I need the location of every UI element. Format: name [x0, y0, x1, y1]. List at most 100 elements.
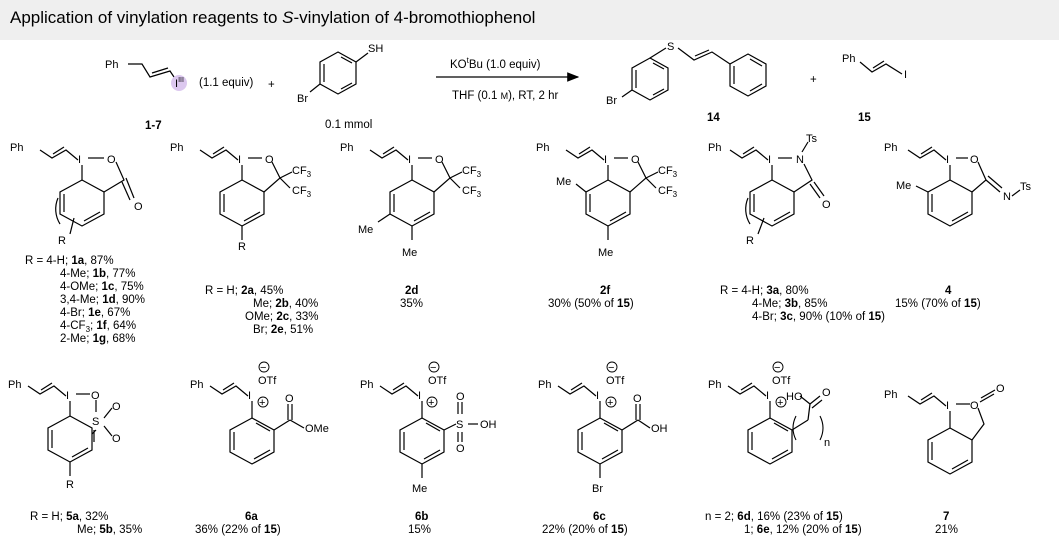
- thiol-structure: [309, 51, 369, 95]
- i-label: I: [596, 390, 599, 402]
- otf-label: OTf: [772, 375, 791, 387]
- svg-text:7: 7: [943, 511, 949, 523]
- thiol-amount: 0.1 mmol: [325, 119, 372, 131]
- i-label: I: [946, 400, 949, 412]
- svg-text:R = H; 5a, 32%: R = H; 5a, 32%: [30, 511, 108, 523]
- entry-3-yields: R = 4-H; 3a, 80% 4-Me; 3b, 85% 4-Br; 3c,…: [720, 285, 885, 323]
- charge-plus: [257, 396, 269, 408]
- svg-text:2f: 2f: [600, 285, 610, 297]
- svg-text:n = 2; 6d, 16% (23% of 15): n = 2; 6d, 16% (23% of 15): [705, 511, 843, 523]
- entry-2d-yield: 2d 35%: [400, 285, 423, 310]
- plus-sign: +: [259, 397, 265, 409]
- o-label: O: [633, 393, 642, 405]
- ph-label: Ph: [708, 379, 721, 391]
- substituent-arc: [745, 197, 751, 225]
- substituent-arc: [55, 197, 61, 225]
- entry-5-yields: R = H; 5a, 32% Me; 5b, 35%: [30, 511, 142, 536]
- o-label: O: [970, 154, 979, 166]
- me-label: Me: [358, 224, 373, 236]
- svg-text:R = 4-H; 1a, 87%: R = 4-H; 1a, 87%: [25, 255, 114, 267]
- svg-text:6c: 6c: [593, 511, 606, 523]
- o-label: O: [134, 201, 143, 213]
- svg-text:4: 4: [945, 285, 952, 297]
- sh-label: SH: [368, 43, 383, 55]
- i-label: I: [904, 69, 907, 81]
- ph-label: Ph: [105, 59, 118, 71]
- oh-label: OH: [651, 423, 668, 435]
- entry-2-yields: R = H; 2a, 45% Me; 2b, 40% OMe; 2c, 33% …: [205, 285, 319, 336]
- svg-text:4-Me; 3b, 85%: 4-Me; 3b, 85%: [752, 298, 827, 310]
- br-label: Br: [592, 483, 603, 495]
- minus-sign: −: [430, 362, 436, 374]
- charge-plus: [775, 396, 787, 408]
- entry-4-yield: 4 15% (70% of 15): [895, 285, 981, 310]
- ho-label: HO: [786, 391, 803, 403]
- minus-sign: −: [774, 362, 780, 374]
- svg-text:2-Me; 1g, 68%: 2-Me; 1g, 68%: [60, 333, 135, 345]
- entry-7-yield: 7 21%: [935, 511, 958, 536]
- br-label: Br: [606, 95, 617, 107]
- page-title: Application of vinylation reagents to S-…: [10, 8, 536, 27]
- plus-sign: +: [777, 397, 783, 409]
- entry-6c-yield: 6c 22% (20% of 15): [542, 511, 628, 536]
- ph-label: Ph: [884, 142, 897, 154]
- o-label: O: [107, 154, 116, 166]
- o-label: O: [91, 390, 100, 402]
- ph-label: Ph: [884, 389, 897, 401]
- entry-6d-6e-yields: n = 2; 6d, 16% (23% of 15) 1; 6e, 12% (2…: [705, 511, 862, 536]
- entry-6b-yield: 6b 15%: [408, 511, 431, 536]
- ph-label: Ph: [190, 379, 203, 391]
- svg-text:4-Me; 1b, 77%: 4-Me; 1b, 77%: [60, 268, 135, 280]
- structure-2d: [369, 146, 463, 240]
- iodane-label: IIII: [175, 77, 184, 90]
- plus-1: +: [268, 79, 275, 91]
- ph-label: Ph: [708, 142, 721, 154]
- r-label: R: [66, 479, 74, 491]
- ph-label: Ph: [842, 53, 855, 65]
- structure-6a: [209, 382, 305, 465]
- charge-minus: [606, 361, 618, 373]
- ph-label: Ph: [170, 142, 183, 154]
- me-label: Me: [598, 247, 613, 259]
- charge-plus: [605, 396, 617, 408]
- i-label: I: [604, 154, 607, 166]
- o-label: O: [822, 387, 831, 399]
- otf-label: OTf: [606, 375, 625, 387]
- n-label: N: [1003, 191, 1011, 203]
- n-subscript: n: [824, 437, 830, 449]
- o-label: O: [456, 443, 465, 455]
- svg-text:6a: 6a: [245, 511, 258, 523]
- charge-plus: [426, 396, 438, 408]
- plus-sign: +: [607, 397, 613, 409]
- i-label: I: [238, 154, 241, 166]
- i-label: I: [78, 154, 81, 166]
- svg-text:Me; 2b, 40%: Me; 2b, 40%: [253, 298, 318, 310]
- svg-text:21%: 21%: [935, 524, 958, 536]
- me-label: Me: [402, 247, 417, 259]
- o-label: O: [970, 400, 979, 412]
- svg-text:15%: 15%: [408, 524, 431, 536]
- o-label: O: [631, 154, 640, 166]
- svg-text:22% (20% of 15): 22% (20% of 15): [542, 524, 628, 536]
- minus-sign: −: [260, 362, 266, 374]
- conditions-base: KOtBu (1.0 equiv): [450, 56, 541, 71]
- i-label: I: [768, 154, 771, 166]
- svg-text:15% (70% of 15): 15% (70% of 15): [895, 298, 981, 310]
- ph-label: Ph: [10, 142, 23, 154]
- me-label: Me: [412, 483, 427, 495]
- structure-6d: [727, 382, 823, 465]
- structure-1: [39, 146, 135, 235]
- ts-label: Ts: [1020, 181, 1032, 193]
- r-label: R: [58, 235, 66, 247]
- r-label: R: [746, 235, 754, 247]
- svg-text:R = 4-H; 3a, 80%: R = 4-H; 3a, 80%: [720, 285, 809, 297]
- entry-6a-yield: 6a 36% (22% of 15): [195, 511, 281, 536]
- structure-6b: [379, 382, 478, 478]
- svg-text:30% (50% of 15): 30% (50% of 15): [548, 298, 634, 310]
- cf3-label: CF3: [292, 185, 312, 199]
- byproduct-15-structure: [859, 60, 903, 75]
- s-label: S: [667, 41, 674, 53]
- i-label: I: [408, 154, 411, 166]
- svg-text:R = H; 2a, 45%: R = H; 2a, 45%: [205, 285, 283, 297]
